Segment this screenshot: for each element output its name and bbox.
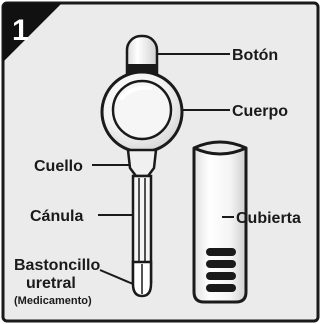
- button-band: [127, 64, 157, 73]
- label-bastoncillo: Bastoncillo: [14, 257, 100, 274]
- label-canula: Cánula: [30, 208, 83, 225]
- label-cuello: Cuello: [34, 158, 83, 175]
- label-cuerpo: Cuerpo: [232, 103, 288, 120]
- neck-part: [126, 148, 158, 178]
- step-badge: [3, 3, 62, 62]
- leader-lines: [92, 53, 234, 285]
- step-number: 1: [12, 14, 29, 47]
- body-highlight: [120, 85, 152, 100]
- label-cubierta: Cubierta: [236, 210, 301, 227]
- body-inner-ring: [111, 79, 173, 141]
- label-boton: Botón: [232, 47, 278, 64]
- label-uretral: uretral: [26, 275, 76, 292]
- cover-grip-rings: [206, 248, 236, 292]
- label-medicamento: (Medicamento): [14, 295, 92, 307]
- cover-opening: [193, 140, 247, 150]
